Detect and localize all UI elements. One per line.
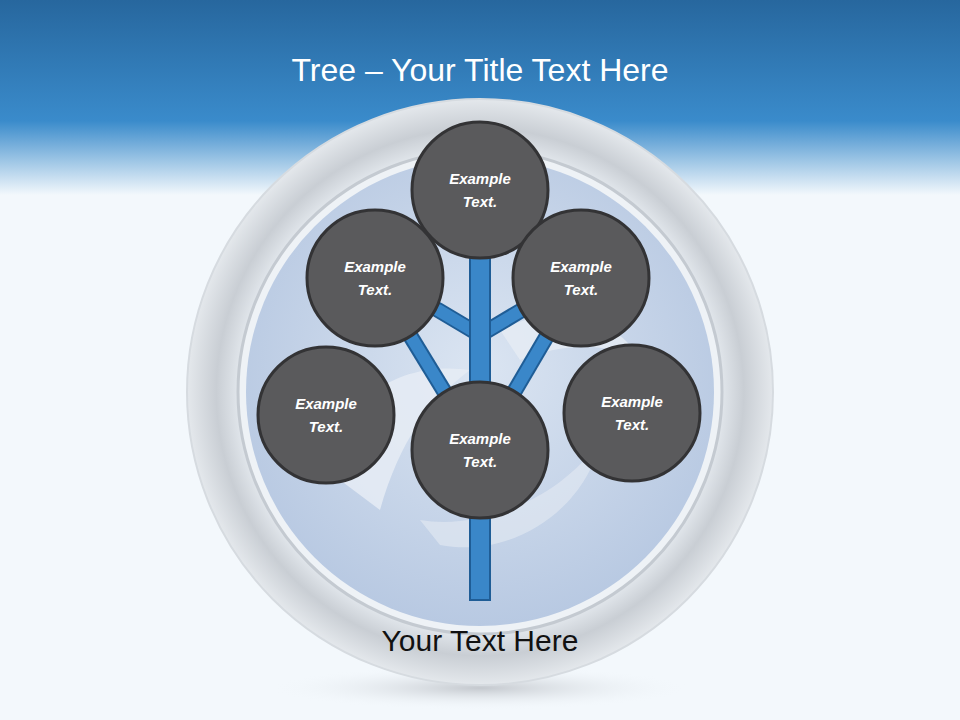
circle-content: Example Text.	[256, 345, 396, 485]
circle-fill	[412, 382, 548, 518]
circle-content: Example Text.	[410, 380, 550, 520]
circle-label: Example Text.	[329, 255, 421, 301]
branch-bar	[471, 238, 489, 402]
circle-fill	[307, 210, 443, 346]
circle-outline	[410, 380, 550, 520]
tree-circle: Example Text.	[305, 208, 445, 348]
circle-content: Example Text.	[562, 343, 702, 483]
circle-label: Example Text.	[434, 427, 526, 473]
slide-title: Tree – Your Title Text Here	[0, 52, 960, 89]
tree-circle: Example Text.	[511, 208, 651, 348]
circle-label: Example Text.	[280, 392, 372, 438]
circle-label: Example Text.	[434, 167, 526, 213]
circle-content: Example Text.	[511, 208, 651, 348]
circle-content: Example Text.	[305, 208, 445, 348]
branch-bar	[469, 238, 491, 402]
tree-circle: Example Text.	[256, 345, 396, 485]
circle-fill	[564, 345, 700, 481]
circle-fill	[513, 210, 649, 346]
tree-branch	[480, 238, 481, 402]
circle-outline	[256, 345, 396, 485]
circle-fill	[258, 347, 394, 483]
circle-outline	[562, 343, 702, 483]
slide-caption: Your Text Here	[0, 624, 960, 658]
circle-outline	[305, 208, 445, 348]
circle-label: Example Text.	[535, 255, 627, 301]
tree-circle: Example Text.	[410, 380, 550, 520]
circle-outline	[511, 208, 651, 348]
tree-circle: Example Text.	[562, 343, 702, 483]
circle-label: Example Text.	[586, 390, 678, 436]
